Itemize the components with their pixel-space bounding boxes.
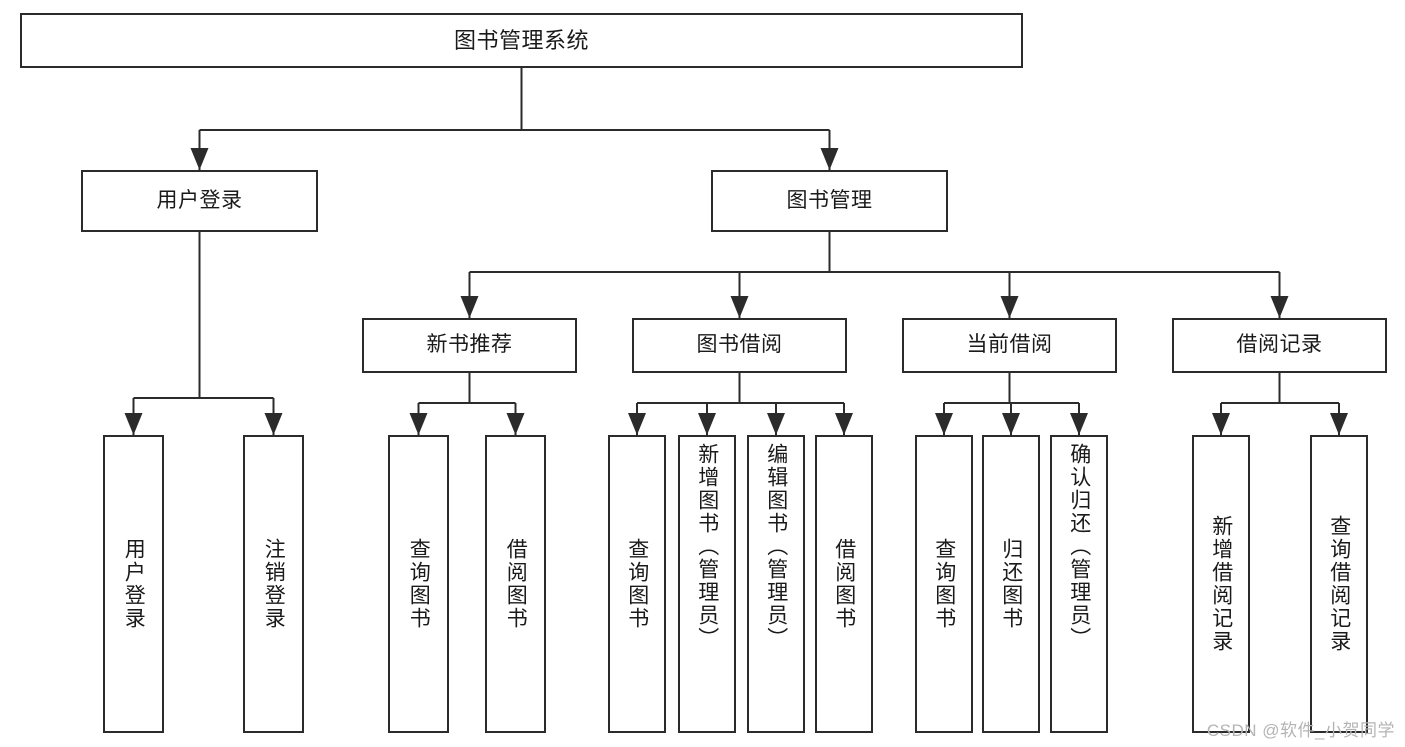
node-user-login[interactable]: 用户登录 <box>81 170 318 232</box>
arrow-head-leaf-borrow-book-1 <box>506 413 525 435</box>
arrow-head-leaf-user-login <box>124 413 143 435</box>
node-label-current-borrow: 当前借阅 <box>966 333 1053 357</box>
node-leaf-edit-book[interactable]: 编辑图书（管理员） <box>747 435 805 733</box>
node-borrow-record[interactable]: 借阅记录 <box>1172 318 1387 373</box>
arrow-head-leaf-query-book-2 <box>628 413 646 435</box>
arrow-head-book-borrow <box>730 296 749 318</box>
node-label-new-book-rec: 新书推荐 <box>426 333 513 357</box>
watermark: CSDN @软件_小贺同学 <box>1206 721 1395 740</box>
node-leaf-query-book-2[interactable]: 查询图书 <box>608 435 666 733</box>
node-label-root: 图书管理系统 <box>453 27 589 53</box>
arrow-head-leaf-edit-book <box>767 413 785 435</box>
node-label-leaf-confirm-return: 确认归还（管理员） <box>1067 443 1091 650</box>
node-label-borrow-record: 借阅记录 <box>1236 333 1323 357</box>
node-label-leaf-add-record: 新增借阅记录 <box>1209 515 1233 653</box>
node-leaf-query-book-3[interactable]: 查询图书 <box>915 435 973 733</box>
arrow-head-leaf-return-book <box>1002 413 1020 435</box>
node-leaf-query-book-1[interactable]: 查询图书 <box>388 435 449 733</box>
arrow-head-leaf-add-record <box>1212 413 1230 435</box>
node-root[interactable]: 图书管理系统 <box>20 13 1023 68</box>
node-label-user-login: 用户登录 <box>156 188 243 212</box>
arrow-head-new-book-rec <box>460 296 479 318</box>
node-leaf-query-record[interactable]: 查询借阅记录 <box>1310 435 1368 733</box>
node-label-book-manage: 图书管理 <box>786 188 873 212</box>
node-label-leaf-query-book-1: 查询图书 <box>407 538 431 630</box>
node-leaf-borrow-book-2[interactable]: 借阅图书 <box>815 435 873 733</box>
node-book-borrow[interactable]: 图书借阅 <box>632 318 847 373</box>
node-label-book-borrow: 图书借阅 <box>696 333 783 357</box>
node-label-leaf-query-record: 查询借阅记录 <box>1327 515 1351 653</box>
arrow-head-borrow-record <box>1270 296 1289 318</box>
arrow-head-leaf-confirm-return <box>1070 413 1088 435</box>
node-label-leaf-borrow-book-2: 借阅图书 <box>832 538 856 630</box>
arrow-head-leaf-query-book-3 <box>935 413 953 435</box>
node-leaf-add-record[interactable]: 新增借阅记录 <box>1192 435 1250 733</box>
arrow-head-current-borrow <box>1000 296 1019 318</box>
node-label-leaf-edit-book: 编辑图书（管理员） <box>764 443 788 650</box>
arrow-head-book-manage <box>820 148 839 170</box>
node-current-borrow[interactable]: 当前借阅 <box>902 318 1117 373</box>
node-new-book-rec[interactable]: 新书推荐 <box>362 318 577 373</box>
node-label-leaf-user-login: 用户登录 <box>122 538 146 630</box>
node-leaf-confirm-return[interactable]: 确认归还（管理员） <box>1050 435 1108 733</box>
node-leaf-logout[interactable]: 注销登录 <box>243 435 304 733</box>
node-label-leaf-query-book-3: 查询图书 <box>932 538 956 630</box>
node-leaf-add-book[interactable]: 新增图书（管理员） <box>678 435 736 733</box>
arrow-head-leaf-borrow-book-2 <box>835 413 853 435</box>
node-leaf-user-login[interactable]: 用户登录 <box>103 435 164 733</box>
arrow-head-leaf-logout <box>264 413 283 435</box>
node-label-leaf-logout: 注销登录 <box>262 538 286 630</box>
node-book-manage[interactable]: 图书管理 <box>711 170 948 232</box>
node-label-leaf-add-book: 新增图书（管理员） <box>695 443 719 650</box>
arrow-head-leaf-query-record <box>1330 413 1348 435</box>
node-label-leaf-query-book-2: 查询图书 <box>625 538 649 630</box>
node-leaf-return-book[interactable]: 归还图书 <box>982 435 1040 733</box>
arrow-head-leaf-query-book-1 <box>409 413 428 435</box>
arrow-head-leaf-add-book <box>698 413 716 435</box>
node-leaf-borrow-book-1[interactable]: 借阅图书 <box>485 435 546 733</box>
arrow-head-user-login <box>190 148 209 170</box>
node-label-leaf-borrow-book-1: 借阅图书 <box>504 538 528 630</box>
node-label-leaf-return-book: 归还图书 <box>999 538 1023 630</box>
